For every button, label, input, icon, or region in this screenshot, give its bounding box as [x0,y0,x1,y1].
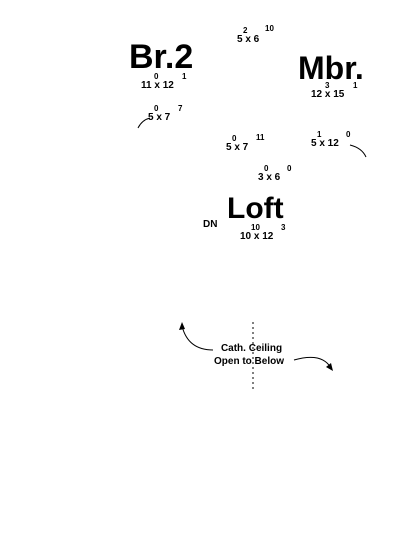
dim-mbr: 3 1 12 x 15 [311,81,357,100]
left-mid-leader [137,117,151,129]
dim-left-mid-sup-right: 7 [178,104,183,113]
stair-down-label: DN [203,219,218,230]
right-mid-leader [349,144,367,158]
dim-loft: 10 3 10 x 12 [240,223,285,242]
dim-loft-text: 10 x 12 [240,231,274,242]
dim-loft-sup-right: 3 [281,223,286,232]
cath-arrow-down-right [293,356,332,369]
dim-mbr-text: 12 x 15 [311,89,345,100]
dim-left-mid-sup-left: 0 [154,104,159,113]
cathedral-ceiling-note: Cath. Ceiling Open to Below [214,343,284,368]
dim-center-small-text: 3 x 6 [258,172,281,183]
dim-center-small-sup-left: 0 [264,164,269,173]
dim-center-sup-left: 0 [232,134,237,143]
dim-right-mid-text: 5 x 12 [311,138,339,149]
cathedral-ceiling-line1: Cath. Ceiling [220,343,283,354]
dim-top-sup-right: 10 [265,24,274,33]
dim-center-small-sup-right: 0 [287,164,292,173]
dim-center-text: 5 x 7 [226,142,249,153]
room-label-br2: Br.2 [129,38,194,76]
cath-arrow-up-left [181,325,214,351]
dim-center-small: 0 0 3 x 6 [258,164,291,183]
dim-loft-sup-left: 10 [251,223,260,232]
dim-top-text: 5 x 6 [237,34,260,45]
dim-br2-sup-right: 1 [182,72,187,81]
dim-top: 2 10 5 x 6 [237,25,274,45]
dim-left-mid-text: 5 x 7 [148,112,171,123]
dim-right-mid-sup-right: 0 [346,130,351,139]
cath-arrowhead-up-left-icon [179,322,185,330]
dim-br2-text: 11 x 12 [141,80,174,91]
dim-right-mid: 1 0 5 x 12 [311,130,350,149]
dim-mbr-sup-right: 1 [353,81,358,90]
dim-center: 0 11 5 x 7 [226,134,264,153]
dim-right-mid-sup-left: 1 [317,130,322,139]
dim-top-sup-left: 2 [243,26,248,35]
dim-br2: 0 1 11 x 12 [141,72,186,91]
room-label-mbr: Mbr. [298,50,364,86]
dim-mbr-sup-left: 3 [325,81,330,90]
room-label-loft: Loft [227,192,284,225]
dim-left-mid: 0 7 5 x 7 [148,104,182,123]
cath-arrowhead-down-right-icon [326,363,333,371]
dim-br2-sup-left: 0 [154,72,159,81]
cathedral-ceiling-line2: Open to Below [214,355,284,367]
dim-center-sup-right: 11 [256,133,265,142]
